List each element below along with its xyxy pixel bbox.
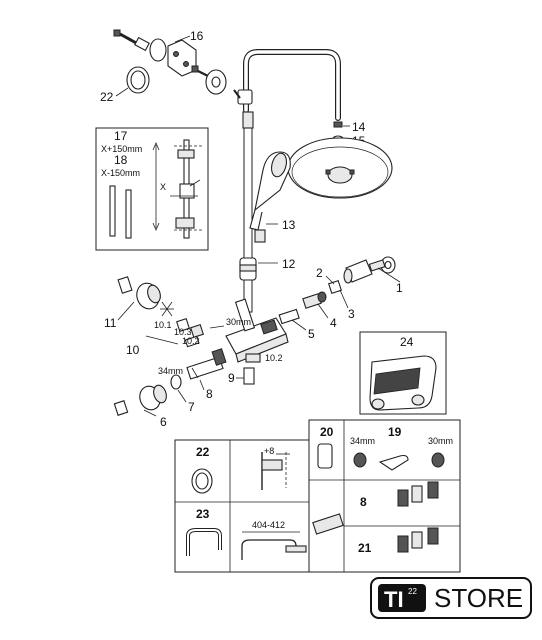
dim-404-412: 404-412	[252, 520, 285, 530]
dim-plus-8: +8	[264, 446, 274, 456]
stop-ring-7: 34mm 7	[158, 366, 195, 414]
callout-22: 22	[100, 90, 114, 104]
table-label-23: 23	[196, 507, 210, 521]
label-24: 24	[400, 335, 414, 349]
thermostat-shelf-inset: 24	[359, 331, 447, 415]
callout-16: 16	[190, 29, 204, 43]
knob-6: 6	[113, 384, 167, 429]
dim-30mm-valve: 30mm	[226, 317, 251, 327]
hose-connector-13: 13	[254, 218, 296, 243]
callout-7: 7	[188, 400, 195, 414]
callout-2: 2	[316, 266, 323, 280]
callout-1: 1	[396, 281, 403, 295]
kit-8-parts	[397, 481, 439, 507]
label-18: 18	[114, 153, 128, 167]
overhead-shower-head	[287, 137, 393, 199]
fitting-5	[278, 308, 300, 325]
eccentric-connector	[343, 259, 386, 284]
right-inlet-parts: 1 2 3 4 5	[278, 256, 403, 341]
slider-12: 12	[239, 257, 296, 281]
dim-20-34mm: 34mm	[350, 436, 375, 446]
tools-table: 20 34mm 19 30mm 8 21	[308, 419, 461, 573]
splash-icon	[160, 301, 174, 317]
callout-12: 12	[282, 257, 296, 271]
nut-14	[333, 121, 343, 128]
ti22-store-logo: TI 22 STORE	[370, 577, 532, 619]
nut-2	[328, 280, 342, 294]
height-extension-inset: 17 X+150mm 18 X-150mm X	[95, 127, 209, 251]
callout-11: 11	[104, 316, 117, 330]
hand-shower	[249, 151, 291, 231]
dim-19-30mm: 30mm	[428, 436, 453, 446]
logo-badge-text: TI	[384, 587, 404, 612]
kit-21-parts	[397, 527, 439, 553]
handle-11: 11	[104, 276, 161, 330]
rosette-right	[380, 256, 396, 274]
callout-4: 4	[330, 316, 337, 330]
rosette-cover	[205, 69, 227, 95]
callout-10-1: 10.1	[154, 320, 172, 330]
callout-9: 9	[228, 371, 235, 385]
logo-badge-sup: 22	[408, 587, 417, 596]
table-label-20: 20	[320, 425, 334, 439]
logo-word: STORE	[434, 583, 523, 613]
callout-10-3: 10.3	[174, 327, 192, 337]
callout-5: 5	[308, 327, 315, 341]
part-9: 9	[228, 367, 255, 385]
left-valve-parts: 10.1 10.3 10.2 10	[126, 301, 204, 357]
gasket-disk	[149, 38, 167, 62]
callout-14: 14	[352, 120, 366, 134]
label-17: 17	[114, 129, 128, 143]
cartridge-8: 8	[186, 348, 227, 401]
table-label-8: 8	[360, 495, 367, 509]
table-label-22: 22	[196, 445, 210, 459]
socket-tool-20	[317, 443, 333, 469]
dim-34mm-main: 34mm	[158, 366, 183, 376]
long-cartridge	[312, 513, 344, 535]
cover-ring-22	[126, 66, 150, 94]
callout-3: 3	[348, 307, 355, 321]
part-10-2-right: 10.2	[245, 353, 283, 363]
label-17-dim: X+150mm	[101, 144, 142, 154]
wrench-19	[378, 454, 409, 471]
label-x: X	[160, 182, 166, 192]
callout-8: 8	[206, 387, 213, 401]
extension-table: 22 +8 23 404-412	[174, 439, 310, 573]
table-label-19: 19	[388, 425, 402, 439]
callout-10: 10	[126, 343, 140, 357]
callout-10-2: 10.2	[182, 336, 200, 346]
dowel-icon	[134, 36, 150, 52]
table-label-21: 21	[358, 541, 372, 555]
wall-mount-assembly: 22 16	[100, 29, 227, 104]
screw-icon	[113, 29, 139, 46]
fitting-4	[302, 291, 327, 309]
label-18-dim: X-150mm	[101, 168, 140, 178]
callout-13: 13	[282, 218, 296, 232]
callout-6: 6	[160, 415, 167, 429]
callout-10-2-right: 10.2	[265, 353, 283, 363]
